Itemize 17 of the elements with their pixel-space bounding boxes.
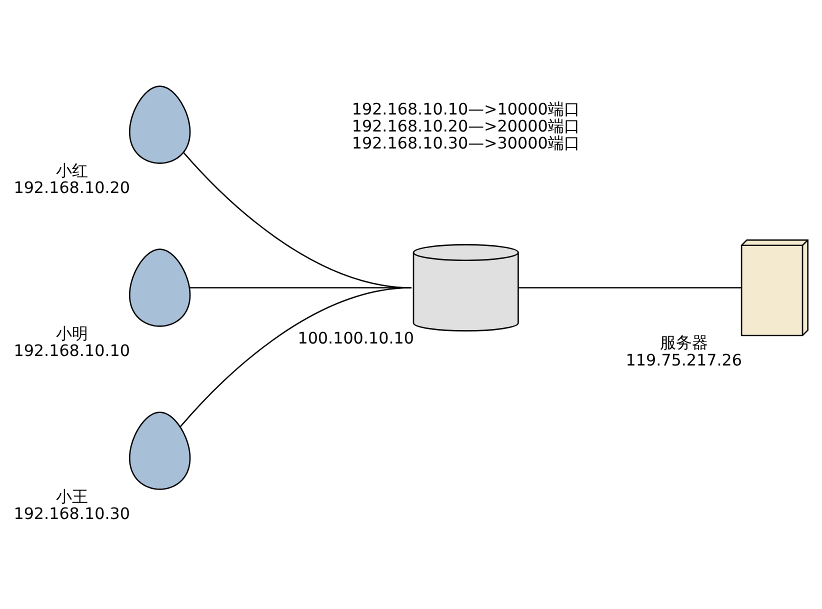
node-person	[128, 411, 191, 490]
node-person	[128, 85, 191, 164]
node-label: 小红	[56, 160, 88, 180]
node-label: 100.100.10.10	[298, 328, 414, 348]
node-person	[128, 248, 191, 326]
node-label: 192.168.10.20	[14, 178, 130, 197]
node-label: 192.168.10.30—>30000端口	[352, 133, 580, 152]
node-label: 192.168.10.20—>20000端口	[352, 116, 580, 135]
node-label: 服务器	[660, 332, 708, 352]
connector	[180, 286, 412, 427]
node-label: 119.75.217.26	[626, 350, 742, 369]
node-label: 小明	[56, 323, 88, 342]
node-label: 192.168.10.10—>10000端口	[352, 98, 580, 118]
node-label: 192.168.10.10	[14, 340, 130, 360]
connector	[518, 286, 742, 288]
node-label: 小王	[56, 486, 88, 506]
node-label: 192.168.10.30	[14, 504, 130, 523]
